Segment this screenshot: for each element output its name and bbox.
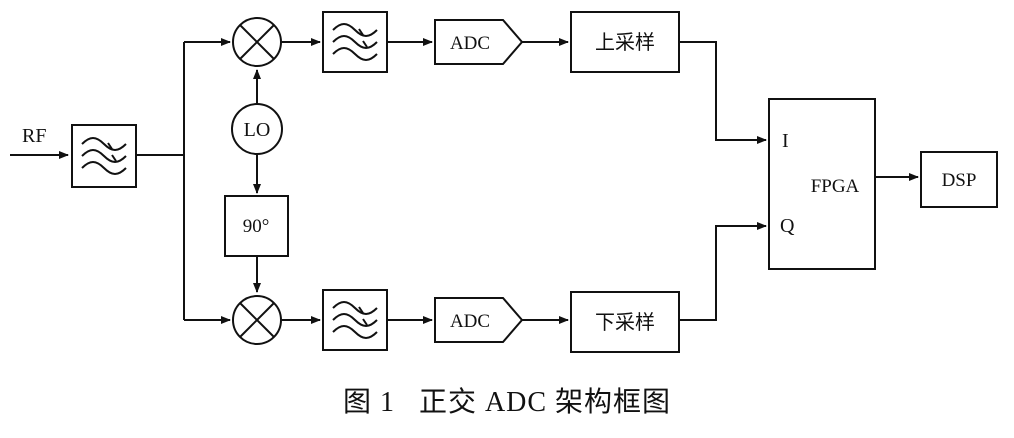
rf-input-label: RF <box>22 125 46 147</box>
phase-shifter: 90° <box>224 195 289 257</box>
upper-adc: ADC <box>434 19 524 65</box>
downsampler-label: 下采样 <box>595 311 655 334</box>
fpga-block: I Q FPGA <box>768 98 876 270</box>
filter-wave-icon <box>332 301 378 339</box>
lower-adc: ADC <box>434 297 524 343</box>
phase-shift-label: 90° <box>243 216 270 237</box>
multiply-icon <box>239 302 275 338</box>
upsampler-label: 上采样 <box>595 31 655 54</box>
local-oscillator: LO <box>231 103 283 155</box>
lower-filter <box>322 289 388 351</box>
upper-mixer <box>232 17 282 67</box>
fpga-port-i: I <box>782 130 789 152</box>
filter-wave-icon <box>81 137 127 175</box>
dsp-label: DSP <box>942 170 977 191</box>
upper-adc-label: ADC <box>450 33 490 54</box>
input-filter <box>71 124 137 188</box>
upper-filter <box>322 11 388 73</box>
upsampler-block: 上采样 <box>570 11 680 73</box>
dsp-block: DSP <box>920 151 998 208</box>
q-path-arrow <box>679 222 767 321</box>
filter-wave-icon <box>332 23 378 61</box>
lower-adc-label: ADC <box>450 311 490 332</box>
lower-mixer <box>232 295 282 345</box>
fpga-port-q: Q <box>780 215 795 237</box>
figure-caption: 图 1 正交 ADC 架构框图 <box>342 387 672 418</box>
lo-label: LO <box>244 119 271 141</box>
i-path-arrow <box>679 41 767 144</box>
fpga-label: FPGA <box>811 176 860 197</box>
multiply-icon <box>239 24 275 60</box>
downsampler-block: 下采样 <box>570 291 680 353</box>
